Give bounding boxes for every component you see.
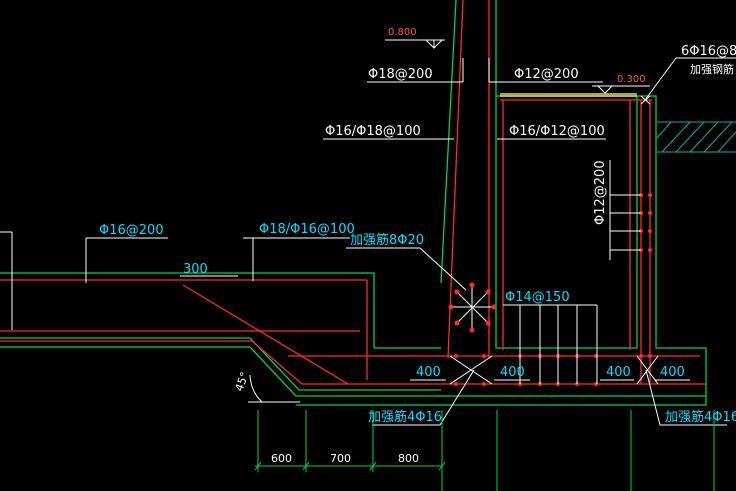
label-angle: 45° bbox=[233, 370, 252, 393]
ground-hatch bbox=[656, 121, 736, 153]
slab-top-surface bbox=[0, 272, 375, 348]
label-dim-600: 600 bbox=[271, 452, 292, 465]
label-dim-400-a: 400 bbox=[416, 365, 441, 380]
wall-left-bar bbox=[447, 0, 464, 359]
labels: 0.800 0.300 Φ18@200 Φ12@200 Φ16/Φ18@100 … bbox=[99, 27, 736, 465]
label-wall-left-vertical: Φ18@200 bbox=[368, 67, 433, 82]
angle-arc bbox=[249, 374, 263, 403]
label-add-bar-bottom-right: 加强筋4Φ16 bbox=[665, 409, 736, 425]
foundation-bottom-bar bbox=[0, 340, 706, 385]
label-slab-top-mid: Φ18/Φ16@100 bbox=[259, 222, 355, 237]
label-add-bar-corner: 加强筋8Φ20 bbox=[350, 232, 424, 248]
elevation-top-label: 0.800 bbox=[388, 27, 417, 38]
corner-add-bar-dots bbox=[448, 282, 497, 333]
slab-bottom-surface bbox=[0, 337, 441, 391]
label-dim-400-c: 400 bbox=[606, 365, 631, 380]
cover-layer bbox=[500, 93, 637, 97]
label-top-corner-note: 加强钢筋 bbox=[690, 62, 734, 76]
rebar bbox=[0, 0, 706, 385]
label-wall-right-vertical: Φ12@200 bbox=[514, 67, 579, 82]
label-pit-side-vertical: Φ12@200 bbox=[593, 160, 608, 225]
leader-lines bbox=[0, 39, 736, 426]
label-dim-800: 800 bbox=[398, 452, 419, 465]
label-pit-bottom: Φ14@150 bbox=[505, 290, 570, 305]
corner-add-bars bbox=[450, 284, 495, 331]
label-top-corner-count: 6Φ16@8 bbox=[681, 44, 736, 59]
intersection-x-marks bbox=[449, 95, 659, 385]
bottom-dimension-chain bbox=[254, 410, 715, 491]
wall-left-face bbox=[440, 0, 457, 284]
label-dim-700: 700 bbox=[330, 452, 351, 465]
slab-anchor-bar bbox=[182, 284, 349, 385]
label-anchor-300: 300 bbox=[183, 262, 208, 277]
pit-inner-wall bbox=[495, 96, 638, 349]
label-slab-top-left: Φ16@200 bbox=[99, 223, 164, 238]
label-wall-right-horizontal: Φ16/Φ12@100 bbox=[509, 124, 605, 139]
elevation-right-label: 0.300 bbox=[617, 74, 646, 85]
foundation-bottom bbox=[0, 346, 706, 397]
foundation-base-outline bbox=[296, 396, 707, 406]
label-dim-400-d: 400 bbox=[660, 365, 685, 380]
label-dim-400-b: 400 bbox=[500, 365, 525, 380]
label-add-bar-bottom-left: 加强筋4Φ16 bbox=[368, 409, 442, 425]
label-wall-left-horizontal: Φ16/Φ18@100 bbox=[325, 124, 421, 139]
